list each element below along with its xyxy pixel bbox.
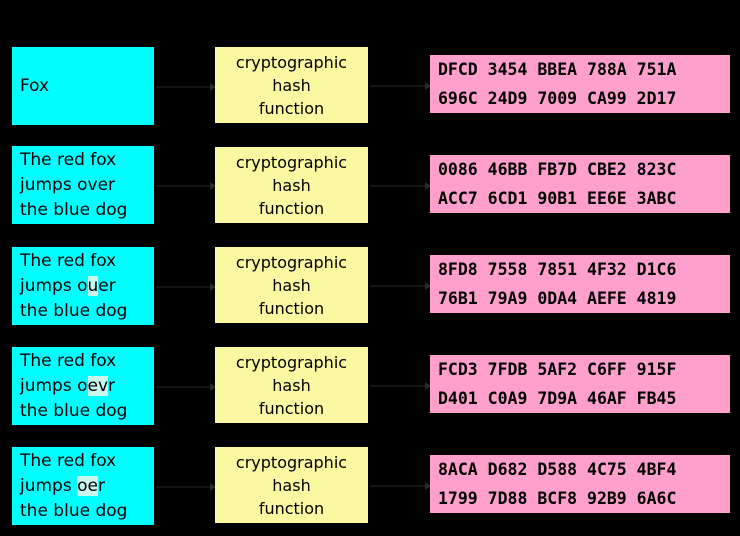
input-text-segment: er (98, 275, 116, 296)
cryptographic-hash-function-box: cryptographic hash function (215, 147, 368, 223)
hash-digest-line: FCD3 7FDB 5AF2 C6FF 915F (438, 360, 677, 379)
input-message-line: jumps over (20, 173, 115, 198)
input-text-segment: The red fox (20, 250, 117, 271)
function-label-line: function (258, 298, 325, 318)
hash-digest-line: 0086 46BB FB7D CBE2 823C (438, 160, 677, 179)
hash-digest-box: 8FD8 7558 7851 4F32 D1C6 76B1 79A9 0DA4 A… (430, 255, 730, 313)
function-label-line: function (258, 98, 325, 118)
arrow-input-to-function-icon (156, 483, 216, 491)
cryptographic-hash-function-box: cryptographic hash function (215, 47, 368, 123)
hash-digest-box: 0086 46BB FB7D CBE2 823C ACC7 6CD1 90B1 E… (430, 155, 730, 213)
input-message-line: the blue dog (20, 399, 127, 424)
hash-row: The red fox jumps over the blue dog cryptog… (0, 130, 740, 230)
function-label-line: cryptographic (235, 52, 348, 72)
hash-digest-line: 1799 7D88 BCF8 92B9 6A6C (438, 489, 677, 508)
arrow-function-to-digest-icon (370, 82, 431, 90)
hash-digest-box: DFCD 3454 BBEA 788A 751A 696C 24D9 7009 C… (430, 55, 730, 113)
hash-digest-line: D401 C0A9 7D9A 46AF FB45 (438, 389, 677, 408)
input-message-line: the blue dog (20, 499, 127, 524)
input-text-segment: the blue dog (20, 199, 128, 220)
hash-digest-line: ACC7 6CD1 90B1 EE6E 3ABC (438, 189, 677, 208)
hash-digest-line: 76B1 79A9 0DA4 AEFE 4819 (438, 289, 677, 308)
hash-digest-box: 8ACA D682 D588 4C75 4BF4 1799 7D88 BCF8 9… (430, 455, 730, 513)
input-text-segment: The red fox (20, 149, 117, 170)
input-message-line: jumps oevr (20, 374, 115, 399)
input-message-line: The red fox (20, 449, 116, 474)
cryptographic-hash-function-box: cryptographic hash function (215, 447, 368, 523)
arrow-function-to-digest-icon (370, 282, 431, 290)
arrow-input-to-function-icon (156, 383, 216, 391)
function-label-line: cryptographic (235, 152, 348, 172)
function-label-line: function (258, 198, 325, 218)
function-label-line: hash (272, 375, 311, 395)
input-message-box: The red fox jumps over the blue dog (12, 146, 154, 224)
hash-digest-line: 8FD8 7558 7851 4F32 D1C6 (438, 260, 677, 279)
input-text-segment: Fox (20, 75, 50, 96)
arrow-function-to-digest-icon (370, 182, 431, 190)
function-label-line: function (258, 498, 325, 518)
function-label-line: function (258, 398, 325, 418)
hash-digest-line: 8ACA D682 D588 4C75 4BF4 (438, 460, 677, 479)
cryptographic-hash-function-box: cryptographic hash function (215, 247, 368, 323)
cryptographic-hash-function-box: cryptographic hash function (215, 347, 368, 423)
changed-character: ev (87, 375, 109, 396)
input-message-line: The red fox (20, 148, 116, 173)
input-message-line: jumps ouer (20, 274, 116, 299)
changed-character: oe (77, 475, 98, 496)
arrow-input-to-function-icon (156, 83, 216, 91)
function-label-line: hash (272, 75, 311, 95)
input-text-segment: r (97, 475, 105, 496)
input-message-box: Fox (12, 47, 154, 125)
function-label-line: cryptographic (235, 252, 348, 272)
input-message-line: the blue dog (20, 198, 127, 223)
input-message-line: Fox (20, 74, 49, 99)
input-text-segment: r (108, 375, 116, 396)
input-text-segment: the blue dog (20, 300, 128, 321)
input-text-segment: The red fox (20, 350, 117, 371)
function-label-line: cryptographic (235, 452, 348, 472)
arrow-function-to-digest-icon (370, 382, 431, 390)
hash-digest-line: DFCD 3454 BBEA 788A 751A (438, 60, 677, 79)
input-message-line: The red fox (20, 249, 116, 274)
function-label-line: cryptographic (235, 352, 348, 372)
input-text-segment: jumps (20, 475, 78, 496)
function-label-line: hash (272, 175, 311, 195)
hash-digest-line: 696C 24D9 7009 CA99 2D17 (438, 89, 677, 108)
function-label-line: hash (272, 475, 311, 495)
input-text-segment: jumps over (20, 174, 116, 195)
input-text-segment: the blue dog (20, 400, 128, 421)
hash-digest-box: FCD3 7FDB 5AF2 C6FF 915F D401 C0A9 7D9A 4… (430, 355, 730, 413)
input-text-segment: jumps o (20, 375, 88, 396)
arrow-input-to-function-icon (156, 283, 216, 291)
changed-character: u (87, 275, 99, 296)
arrow-input-to-function-icon (156, 182, 216, 190)
input-message-line: the blue dog (20, 299, 127, 324)
arrow-function-to-digest-icon (370, 482, 431, 490)
input-text-segment: The red fox (20, 450, 117, 471)
function-label-line: hash (272, 275, 311, 295)
input-text-segment: jumps o (20, 275, 88, 296)
input-text-segment: the blue dog (20, 500, 128, 521)
input-message-line: jumps oer (20, 474, 105, 499)
input-message-line: The red fox (20, 349, 116, 374)
hash-row: Fox cryptographic hash function DFCD 3454 BB… (0, 30, 740, 130)
